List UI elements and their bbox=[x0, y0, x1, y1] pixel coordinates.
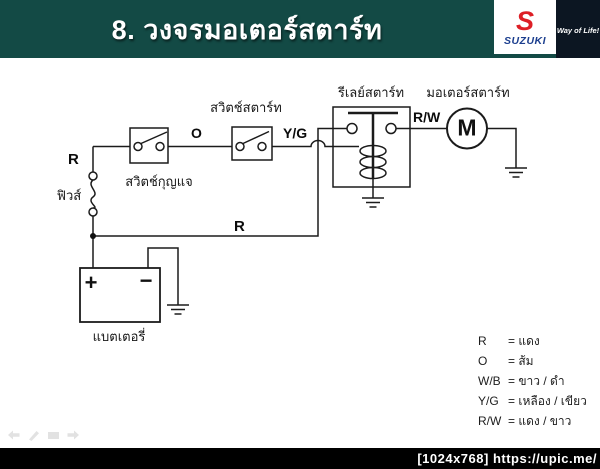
legend-row: R/W = แดง / ขาว bbox=[478, 411, 587, 431]
battery-label: แบตเตอรี่ bbox=[92, 329, 146, 344]
junction-dot bbox=[90, 233, 96, 239]
wire-label-r-bottom: R bbox=[234, 218, 245, 235]
legend-row: Y/G = เหลือง / เขียว bbox=[478, 391, 587, 411]
start-switch-symbol bbox=[231, 126, 273, 161]
battery-symbol bbox=[79, 247, 179, 323]
fuse-label: ฟิวส์ bbox=[56, 188, 82, 203]
start-switch-label: สวิตช์สตาร์ท bbox=[210, 100, 282, 115]
battery-ground-icon bbox=[167, 304, 189, 315]
motor-ground-icon bbox=[505, 167, 527, 178]
wire-color-legend: R = แดง O = ส้ม W/B = ขาว / ดำ Y/G = เหล… bbox=[478, 331, 587, 431]
relay-label: รีเลย์สตาร์ท bbox=[337, 85, 405, 100]
legend-code: R/W bbox=[478, 414, 502, 428]
legend-value: = ส้ม bbox=[508, 353, 534, 368]
wire-label-o: O bbox=[191, 125, 202, 141]
page-title: 8. วงจรมอเตอร์สตาร์ท bbox=[111, 14, 383, 45]
slide-menu-icon[interactable] bbox=[47, 430, 60, 441]
suzuki-wordmark: SUZUKI bbox=[503, 34, 547, 47]
motor-label: มอเตอร์สตาร์ท bbox=[426, 85, 510, 100]
legend-code: O bbox=[478, 354, 488, 368]
fuse-symbol bbox=[88, 146, 98, 268]
key-switch-label: สวิตช์กุญแจ bbox=[125, 174, 193, 189]
legend-code: Y/G bbox=[478, 394, 499, 408]
battery-plus-sign: + bbox=[84, 270, 98, 295]
legend-row: R = แดง bbox=[478, 331, 587, 351]
suzuki-s-icon: S bbox=[515, 5, 534, 36]
slide-content bbox=[0, 58, 600, 448]
wire-label-yg: Y/G bbox=[283, 125, 308, 141]
relay-ground-icon bbox=[362, 197, 384, 208]
legend-value: = แดง bbox=[508, 333, 540, 348]
legend-row: W/B = ขาว / ดำ bbox=[478, 371, 587, 391]
legend-code: W/B bbox=[478, 374, 501, 388]
slideshow-nav bbox=[7, 430, 80, 441]
legend-code: R bbox=[478, 334, 487, 348]
way-of-life-text: Way of Life! bbox=[556, 25, 600, 35]
wire-label-r-left: R bbox=[68, 151, 79, 168]
legend-value: = แดง / ขาว bbox=[508, 413, 572, 428]
wire-motor-to-ground bbox=[487, 127, 517, 168]
legend-value: = ขาว / ดำ bbox=[508, 373, 565, 388]
suzuki-logo: S SUZUKI bbox=[494, 0, 556, 54]
legend-row: O = ส้ม bbox=[478, 351, 587, 371]
motor-letter: M bbox=[457, 114, 477, 141]
next-slide-icon[interactable] bbox=[67, 430, 80, 441]
previous-slide-icon[interactable] bbox=[7, 430, 20, 441]
wire-yg-with-hop bbox=[272, 139, 359, 148]
key-switch-symbol bbox=[129, 127, 169, 164]
legend-value: = เหลือง / เขียว bbox=[508, 393, 587, 408]
battery-minus-sign: − bbox=[139, 268, 153, 293]
bottom-bar: [1024x768] https://upic.me/ bbox=[0, 448, 600, 469]
pen-icon[interactable] bbox=[27, 430, 40, 441]
way-of-life-badge: Way of Life! bbox=[556, 0, 600, 60]
relay-symbol bbox=[332, 106, 411, 198]
upic-watermark: [1024x768] https://upic.me/ bbox=[417, 451, 597, 466]
wire-label-rw: R/W bbox=[413, 109, 441, 125]
